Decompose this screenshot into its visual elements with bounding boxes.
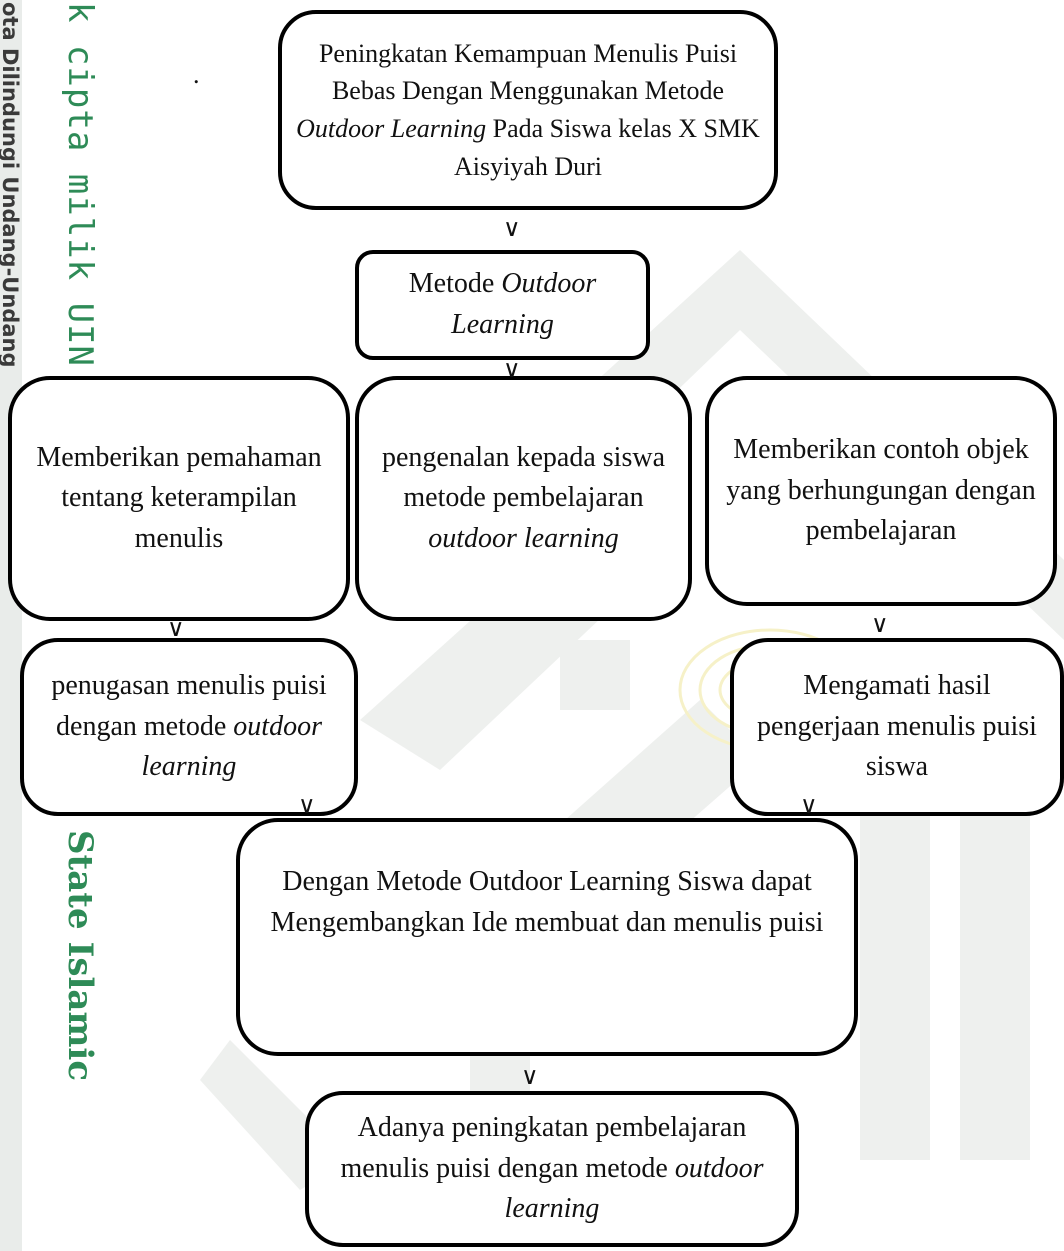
node-method: Metode Outdoor Learning	[355, 250, 650, 360]
arrow-right-to-merge: ∨	[800, 791, 818, 819]
node-merge: Dengan Metode Outdoor Learning Siswa dap…	[236, 818, 858, 1056]
stray-dot: .	[193, 60, 200, 89]
arrow-merge-to-result: ∨	[521, 1062, 539, 1090]
arrow-method-to-center: ∨	[503, 355, 521, 383]
node-assignment: penugasan menulis puisi dengan metode ou…	[20, 638, 358, 816]
watermark-text-institution: State Islamic	[60, 830, 100, 1082]
arrow-left-to-merge: ∨	[298, 791, 316, 819]
node-result: Adanya peningkatan pembelajaran menulis …	[305, 1091, 799, 1247]
node-title: Peningkatan Kemampuan Menulis Puisi Beba…	[278, 10, 778, 210]
node-examples: Memberikan contoh objek yang berhungunga…	[705, 376, 1057, 606]
node-understanding: Memberikan pemahaman tentang keterampila…	[8, 376, 350, 621]
node-introduction: pengenalan kepada siswa metode pembelaja…	[355, 376, 692, 621]
node-observe: Mengamati hasil pengerjaan menulis puisi…	[730, 638, 1064, 816]
arrow-right-down: ∨	[871, 610, 889, 638]
watermark-text-owner: k cipta milik UIN S	[60, 2, 100, 410]
arrow-left-down: ∨	[167, 614, 185, 642]
arrow-title-to-method: ∨	[503, 214, 521, 242]
watermark-text-copyright: ota Dilindungi Undang-Undang	[0, 2, 22, 368]
